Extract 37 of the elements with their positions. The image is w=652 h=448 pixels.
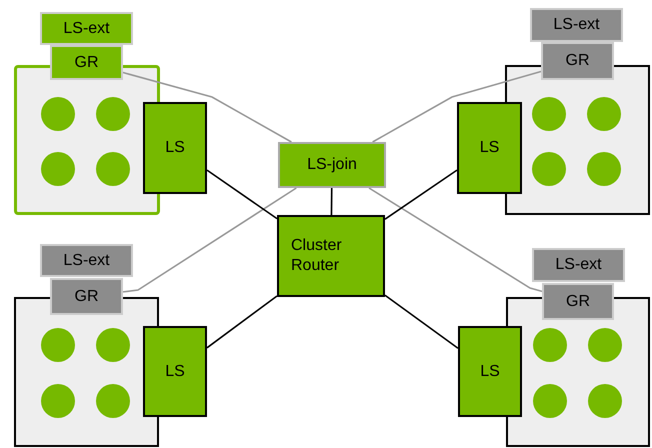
connector-line bbox=[122, 187, 297, 293]
switch-box bbox=[143, 326, 207, 417]
node-label: LS bbox=[165, 362, 185, 382]
connector-line bbox=[368, 187, 542, 292]
router-box bbox=[542, 283, 614, 320]
node-label: LS bbox=[480, 138, 500, 158]
node-label: GR bbox=[566, 51, 590, 71]
node-label: LS-ext bbox=[553, 15, 600, 35]
switch-box bbox=[278, 142, 386, 188]
node-label: LS-ext bbox=[555, 255, 602, 275]
switch-box bbox=[457, 102, 522, 194]
connector-line bbox=[384, 294, 458, 349]
node-label: LS bbox=[480, 362, 500, 382]
node-label: LS-ext bbox=[63, 250, 110, 270]
switch-box bbox=[458, 326, 522, 417]
switch-box bbox=[143, 102, 207, 194]
node-label: Cluster Router bbox=[290, 236, 343, 276]
connector-line bbox=[330, 188, 333, 215]
switch-box bbox=[532, 248, 625, 282]
router-box bbox=[50, 45, 123, 80]
router-box bbox=[50, 278, 123, 315]
switch-box bbox=[40, 244, 133, 277]
connector-line bbox=[372, 70, 542, 143]
connector-line bbox=[206, 295, 278, 348]
node-label: GR bbox=[74, 52, 98, 72]
node-label: GR bbox=[566, 292, 590, 312]
connector-line bbox=[206, 170, 278, 220]
node-label: GR bbox=[74, 286, 98, 306]
connector-line bbox=[384, 169, 458, 220]
switch-box bbox=[530, 8, 623, 42]
node-label: LS bbox=[165, 138, 185, 158]
switch-box bbox=[40, 12, 133, 45]
router-box bbox=[277, 215, 385, 297]
router-box bbox=[541, 42, 614, 80]
node-label: LS-join bbox=[307, 155, 357, 175]
connector-line bbox=[122, 72, 292, 143]
node-label: LS-ext bbox=[63, 18, 110, 38]
